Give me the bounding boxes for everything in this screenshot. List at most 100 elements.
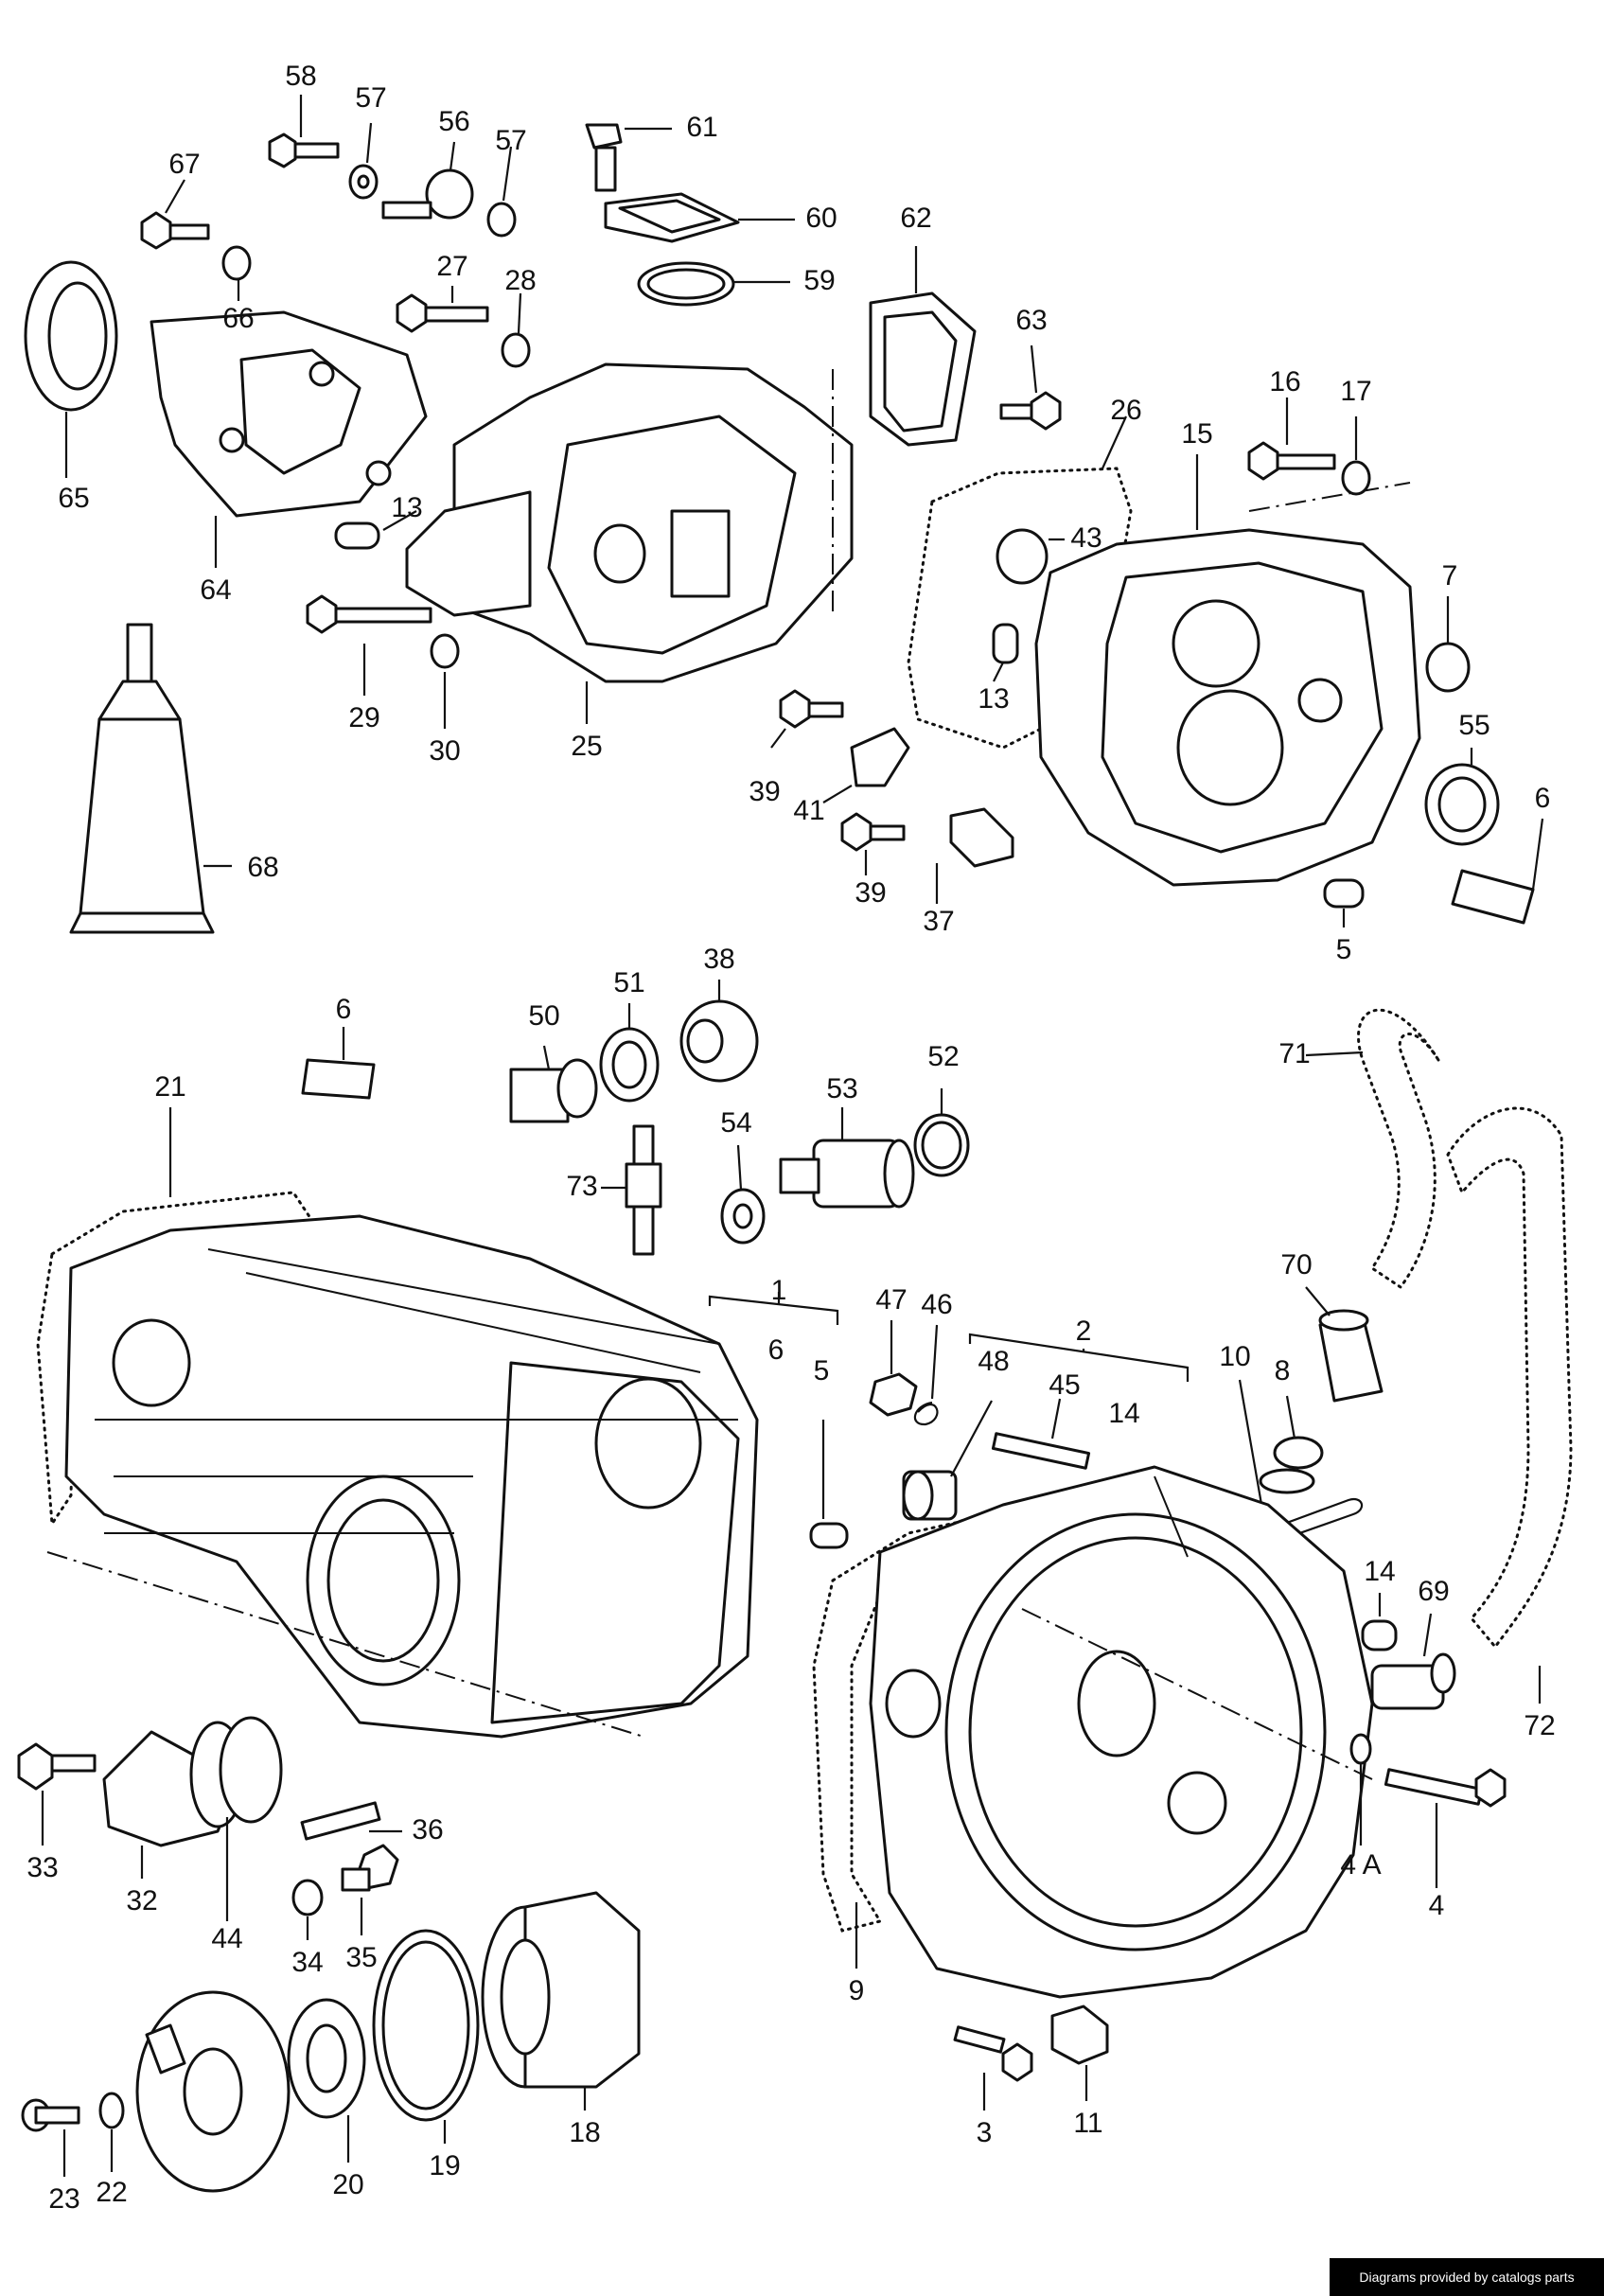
callout-32: 32 (126, 1885, 157, 1916)
part-61-bolt (585, 123, 672, 192)
part-23-bolt (21, 2098, 80, 2177)
callout-1: 1 (771, 1275, 787, 1306)
callout-58: 58 (285, 61, 316, 92)
callout-64: 64 (200, 574, 231, 606)
callout-37: 37 (923, 906, 954, 937)
part-6b-sleeve (301, 1027, 376, 1100)
part-19-ring (372, 1929, 480, 2144)
callout-11: 11 (1073, 2108, 1102, 2139)
callout-labels: 58 57 56 57 61 60 59 67 66 27 28 62 63 2… (26, 61, 1555, 2215)
callout-59: 59 (803, 265, 835, 296)
part-67-bolt (140, 179, 210, 250)
callout-56: 56 (438, 106, 469, 137)
callout-47: 47 (875, 1284, 907, 1316)
part-58-bolt (268, 95, 340, 168)
callout-15: 15 (1181, 418, 1212, 450)
part-13a-dowel (334, 510, 417, 550)
part-34-washer (291, 1879, 324, 1940)
callout-5b: 5 (814, 1355, 830, 1386)
part-57a-washer (348, 122, 379, 200)
part-48-cap (902, 1400, 993, 1521)
part-33-bolt (17, 1742, 97, 1846)
part-17-washer (1341, 416, 1371, 496)
callout-14b: 14 (1364, 1556, 1395, 1587)
callout-28: 28 (504, 265, 536, 296)
part-57b-washer (486, 146, 517, 238)
callout-3: 3 (977, 2117, 993, 2148)
callout-30: 30 (429, 735, 460, 767)
part-46-clip (913, 1324, 939, 1426)
part-63-bolt (999, 344, 1062, 431)
callout-68: 68 (247, 852, 278, 883)
part-73-spark-sensor (601, 1124, 662, 1256)
callout-51: 51 (613, 967, 644, 998)
callout-61: 61 (686, 112, 717, 143)
part-25-housing (405, 362, 854, 724)
callout-7: 7 (1442, 560, 1458, 592)
callout-35: 35 (345, 1942, 377, 1973)
part-65-seal (24, 260, 118, 478)
part-4A-washer (1349, 1733, 1372, 1846)
callout-23: 23 (48, 2183, 79, 2215)
part-15-housing (1034, 454, 1421, 887)
part-53-cylinder (779, 1107, 915, 1209)
part-55-seal (1424, 748, 1500, 846)
part-29-bolt (306, 594, 432, 696)
callout-29: 29 (348, 702, 379, 733)
callout-2: 2 (1076, 1316, 1092, 1347)
callout-57b: 57 (495, 125, 526, 156)
part-28-washer (501, 292, 531, 368)
callout-21: 21 (154, 1071, 185, 1103)
callout-26: 26 (1110, 395, 1141, 426)
part-22-washer (98, 2092, 125, 2172)
bracket-1 (708, 1292, 839, 1325)
part-39b-bolt (840, 812, 906, 875)
part-60-cover-plate (604, 192, 795, 243)
part-38-boot (679, 980, 759, 1083)
callout-25: 25 (571, 731, 602, 762)
callout-13a: 13 (391, 492, 422, 523)
part-7-plug (1425, 596, 1471, 693)
callout-52: 52 (927, 1041, 959, 1072)
part-16-bolt (1247, 397, 1336, 481)
callout-50: 50 (528, 1000, 559, 1032)
callout-63: 63 (1015, 305, 1047, 336)
callout-73: 73 (566, 1171, 597, 1202)
callout-69: 69 (1418, 1576, 1449, 1607)
part-37-sender (935, 807, 1014, 904)
part-3-bolt (953, 2025, 1033, 2111)
callout-48: 48 (978, 1346, 1009, 1377)
part-64-rear-cover (150, 310, 428, 568)
part-45-stud (991, 1398, 1091, 1470)
callout-57a: 57 (355, 82, 386, 114)
credit-text: Diagrams provided by catalogs parts (1359, 2270, 1575, 2285)
part-4-bolt (1384, 1768, 1507, 1888)
callout-67: 67 (168, 149, 200, 180)
callout-45: 45 (1049, 1369, 1080, 1401)
callout-53: 53 (826, 1073, 857, 1104)
callout-4A: 4 A (1340, 1849, 1381, 1881)
part-18-sleeve (481, 1891, 641, 2111)
part-70-connector (1305, 1286, 1384, 1403)
callout-65: 65 (58, 483, 89, 514)
part-5a-dowel (1323, 878, 1365, 927)
part-52-ring (913, 1088, 970, 1177)
callout-33: 33 (26, 1852, 58, 1883)
part-13b-dowel (992, 623, 1019, 682)
part-71-hose (1305, 1008, 1440, 1290)
part-47-nut (869, 1320, 918, 1417)
part-50-sender (509, 1045, 598, 1123)
bracket-2 (968, 1333, 1190, 1382)
callout-44: 44 (211, 1923, 242, 1954)
callout-5a: 5 (1336, 934, 1352, 965)
callout-62: 62 (900, 203, 931, 234)
part-66-washer (221, 245, 252, 301)
callout-70: 70 (1280, 1249, 1312, 1280)
callout-19: 19 (429, 2150, 460, 2181)
callout-41: 41 (793, 795, 824, 826)
part-62-side-cover (869, 246, 977, 447)
callout-17: 17 (1340, 376, 1371, 407)
part-41-bracket (822, 727, 910, 804)
part-11-plug (1050, 2005, 1109, 2101)
